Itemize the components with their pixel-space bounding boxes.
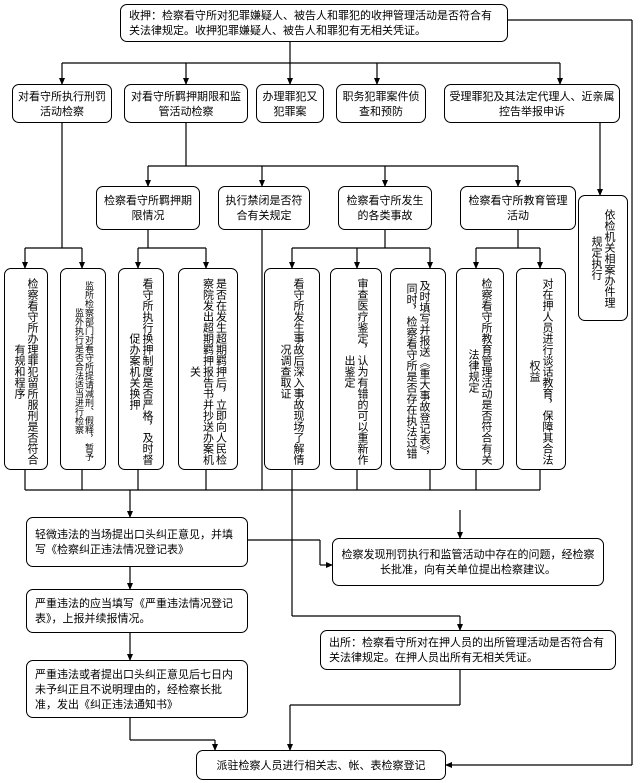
- accident-text: 检察看守所发生的各类事故: [346, 194, 424, 222]
- duty-crime-box: 职务犯罪案件侦查和预防: [336, 84, 426, 123]
- duty-crime-text: 职务犯罪案件侦查和预防: [342, 89, 420, 118]
- custody-transfer-text: 看守所执行换押制度是否严格，及时督促办案机关换押: [128, 277, 154, 465]
- minor-violation-box: 轻微违法的当场提出口头纠正意见，并填写《检察纠正违法情况登记表》: [26, 517, 248, 567]
- admission-check-box: 收押：检察看守所对犯罪嫌疑人、被告人和罪犯的收押管理活动是否符合有关法律规定。收…: [120, 4, 508, 42]
- medical-review-box: 审查医疗鉴定，认为有错的可以重新作出鉴定: [330, 268, 382, 470]
- registration-text: 派驻检察人员进行相关志、帐、表检察登记: [216, 758, 426, 772]
- correction-notice-text: 严重违法或者提出口头纠正意见后七日内未予纠正且不说明理由的，经检察长批准，发出《…: [35, 667, 233, 711]
- correction-notice-box: 严重违法或者提出口头纠正意见后七日内未予纠正且不说明理由的，经检察长批准，发出《…: [26, 660, 248, 718]
- procuratorial-suggestion-box: 检察发现刑罚执行和监管活动中存在的问题，经检察长批准，向有关单位提出检察建议。: [332, 538, 604, 586]
- detention-period-text: 检察看守所羁押期限情况: [104, 194, 192, 222]
- complaint-text: 受理罪犯及其法定代理人、近亲属控告举报申诉: [449, 89, 615, 118]
- accident-box: 检察看守所发生的各类事故: [338, 186, 432, 230]
- detainee-talk-text: 对在押人员进行谈话教育，保障其合法权益: [528, 277, 554, 465]
- recidivism-case-text: 办理罪犯又犯罪案: [262, 89, 318, 118]
- education-legality-text: 检察看守所教育管理活动是否符合有关法律规定: [467, 277, 493, 465]
- admission-check-text: 收押：检察看守所对犯罪嫌疑人、被告人和罪犯的收押管理活动是否符合有关法律规定。收…: [129, 9, 492, 37]
- serious-violation-box: 严重违法的应当填写《严重违法情况登记表》，上报并续报情况。: [26, 589, 248, 633]
- education-management-text: 检察看守所教育管理活动: [468, 194, 568, 222]
- overdue-detention-text: 是否在发生超期羁押后，立即向人民检察院发出超期羁押报告书并抄送办案机关: [188, 277, 228, 465]
- penalty-execution-check-box: 对看守所执行刑罚活动检察: [12, 84, 112, 123]
- procuratorial-suggestion-text: 检察发现刑罚执行和监管活动中存在的问题，经检察长批准，向有关单位提出检察建议。: [341, 548, 595, 576]
- detention-supervision-check-box: 对看守所羁押期限和监管活动检察: [124, 84, 248, 123]
- detainee-talk-box: 对在押人员进行谈话教育，保障其合法权益: [516, 268, 566, 470]
- release-check-text: 出所：检察看守所对在押人员的出所管理活动是否符合有关法律规定。在押人员出所有无相…: [329, 636, 604, 664]
- accident-report-box: 及时填写并报送《重大事故登记表》，同时，检察看守所是否存在执法过错: [390, 268, 446, 470]
- overdue-detention-box: 是否在发生超期羁押后，立即向人民检察院发出超期羁押报告书并抄送办案机关: [178, 268, 238, 470]
- detention-period-box: 检察看守所羁押期限情况: [96, 186, 200, 230]
- medical-review-text: 审查医疗鉴定，认为有错的可以重新作出鉴定: [343, 277, 369, 465]
- case-handling-text: 依检机关相案办件理规定执行: [590, 208, 616, 308]
- accident-report-text: 及时填写并报送《重大事故登记表》，同时，检察看守所是否存在执法过错: [405, 280, 431, 462]
- accident-investigation-text: 看守所发生事故后深入事故现场了解情况调查取证: [279, 277, 305, 465]
- confinement-text: 执行禁闭是否符合有关规定: [225, 194, 303, 222]
- commutation-parole-box: 监所检察部门对看守所提请减刑、假释，暂予监外执行是否合法适当进行检察: [60, 268, 106, 470]
- retained-serving-text: 检察看守所办理罪犯留所服刑是否符合有规和程序: [13, 277, 39, 465]
- case-handling-box: 依检机关相案办件理规定执行: [578, 195, 628, 321]
- complaint-box: 受理罪犯及其法定代理人、近亲属控告举报申诉: [444, 84, 620, 123]
- release-check-box: 出所：检察看守所对在押人员的出所管理活动是否符合有关法律规定。在押人员出所有无相…: [320, 630, 616, 670]
- minor-violation-text: 轻微违法的当场提出口头纠正意见，并填写《检察纠正违法情况登记表》: [35, 528, 233, 556]
- registration-box: 派驻检察人员进行相关志、帐、表检察登记: [196, 750, 446, 780]
- commutation-parole-text: 监所检察部门对看守所提请减刑、假释，暂予监外执行是否合法适当进行检察: [73, 281, 93, 461]
- education-legality-box: 检察看守所教育管理活动是否符合有关法律规定: [456, 268, 504, 470]
- penalty-execution-check-text: 对看守所执行刑罚活动检察: [18, 89, 106, 118]
- retained-serving-box: 检察看守所办理罪犯留所服刑是否符合有规和程序: [4, 268, 48, 470]
- detention-supervision-check-text: 对看守所羁押期限和监管活动检察: [131, 89, 241, 118]
- education-management-box: 检察看守所教育管理活动: [460, 186, 576, 230]
- custody-transfer-box: 看守所执行换押制度是否严格，及时督促办案机关换押: [118, 268, 164, 470]
- accident-investigation-box: 看守所发生事故后深入事故现场了解情况调查取证: [264, 268, 320, 470]
- recidivism-case-box: 办理罪犯又犯罪案: [256, 84, 324, 123]
- serious-violation-text: 严重违法的应当填写《严重违法情况登记表》，上报并续报情况。: [35, 597, 233, 625]
- confinement-box: 执行禁闭是否符合有关规定: [218, 186, 310, 230]
